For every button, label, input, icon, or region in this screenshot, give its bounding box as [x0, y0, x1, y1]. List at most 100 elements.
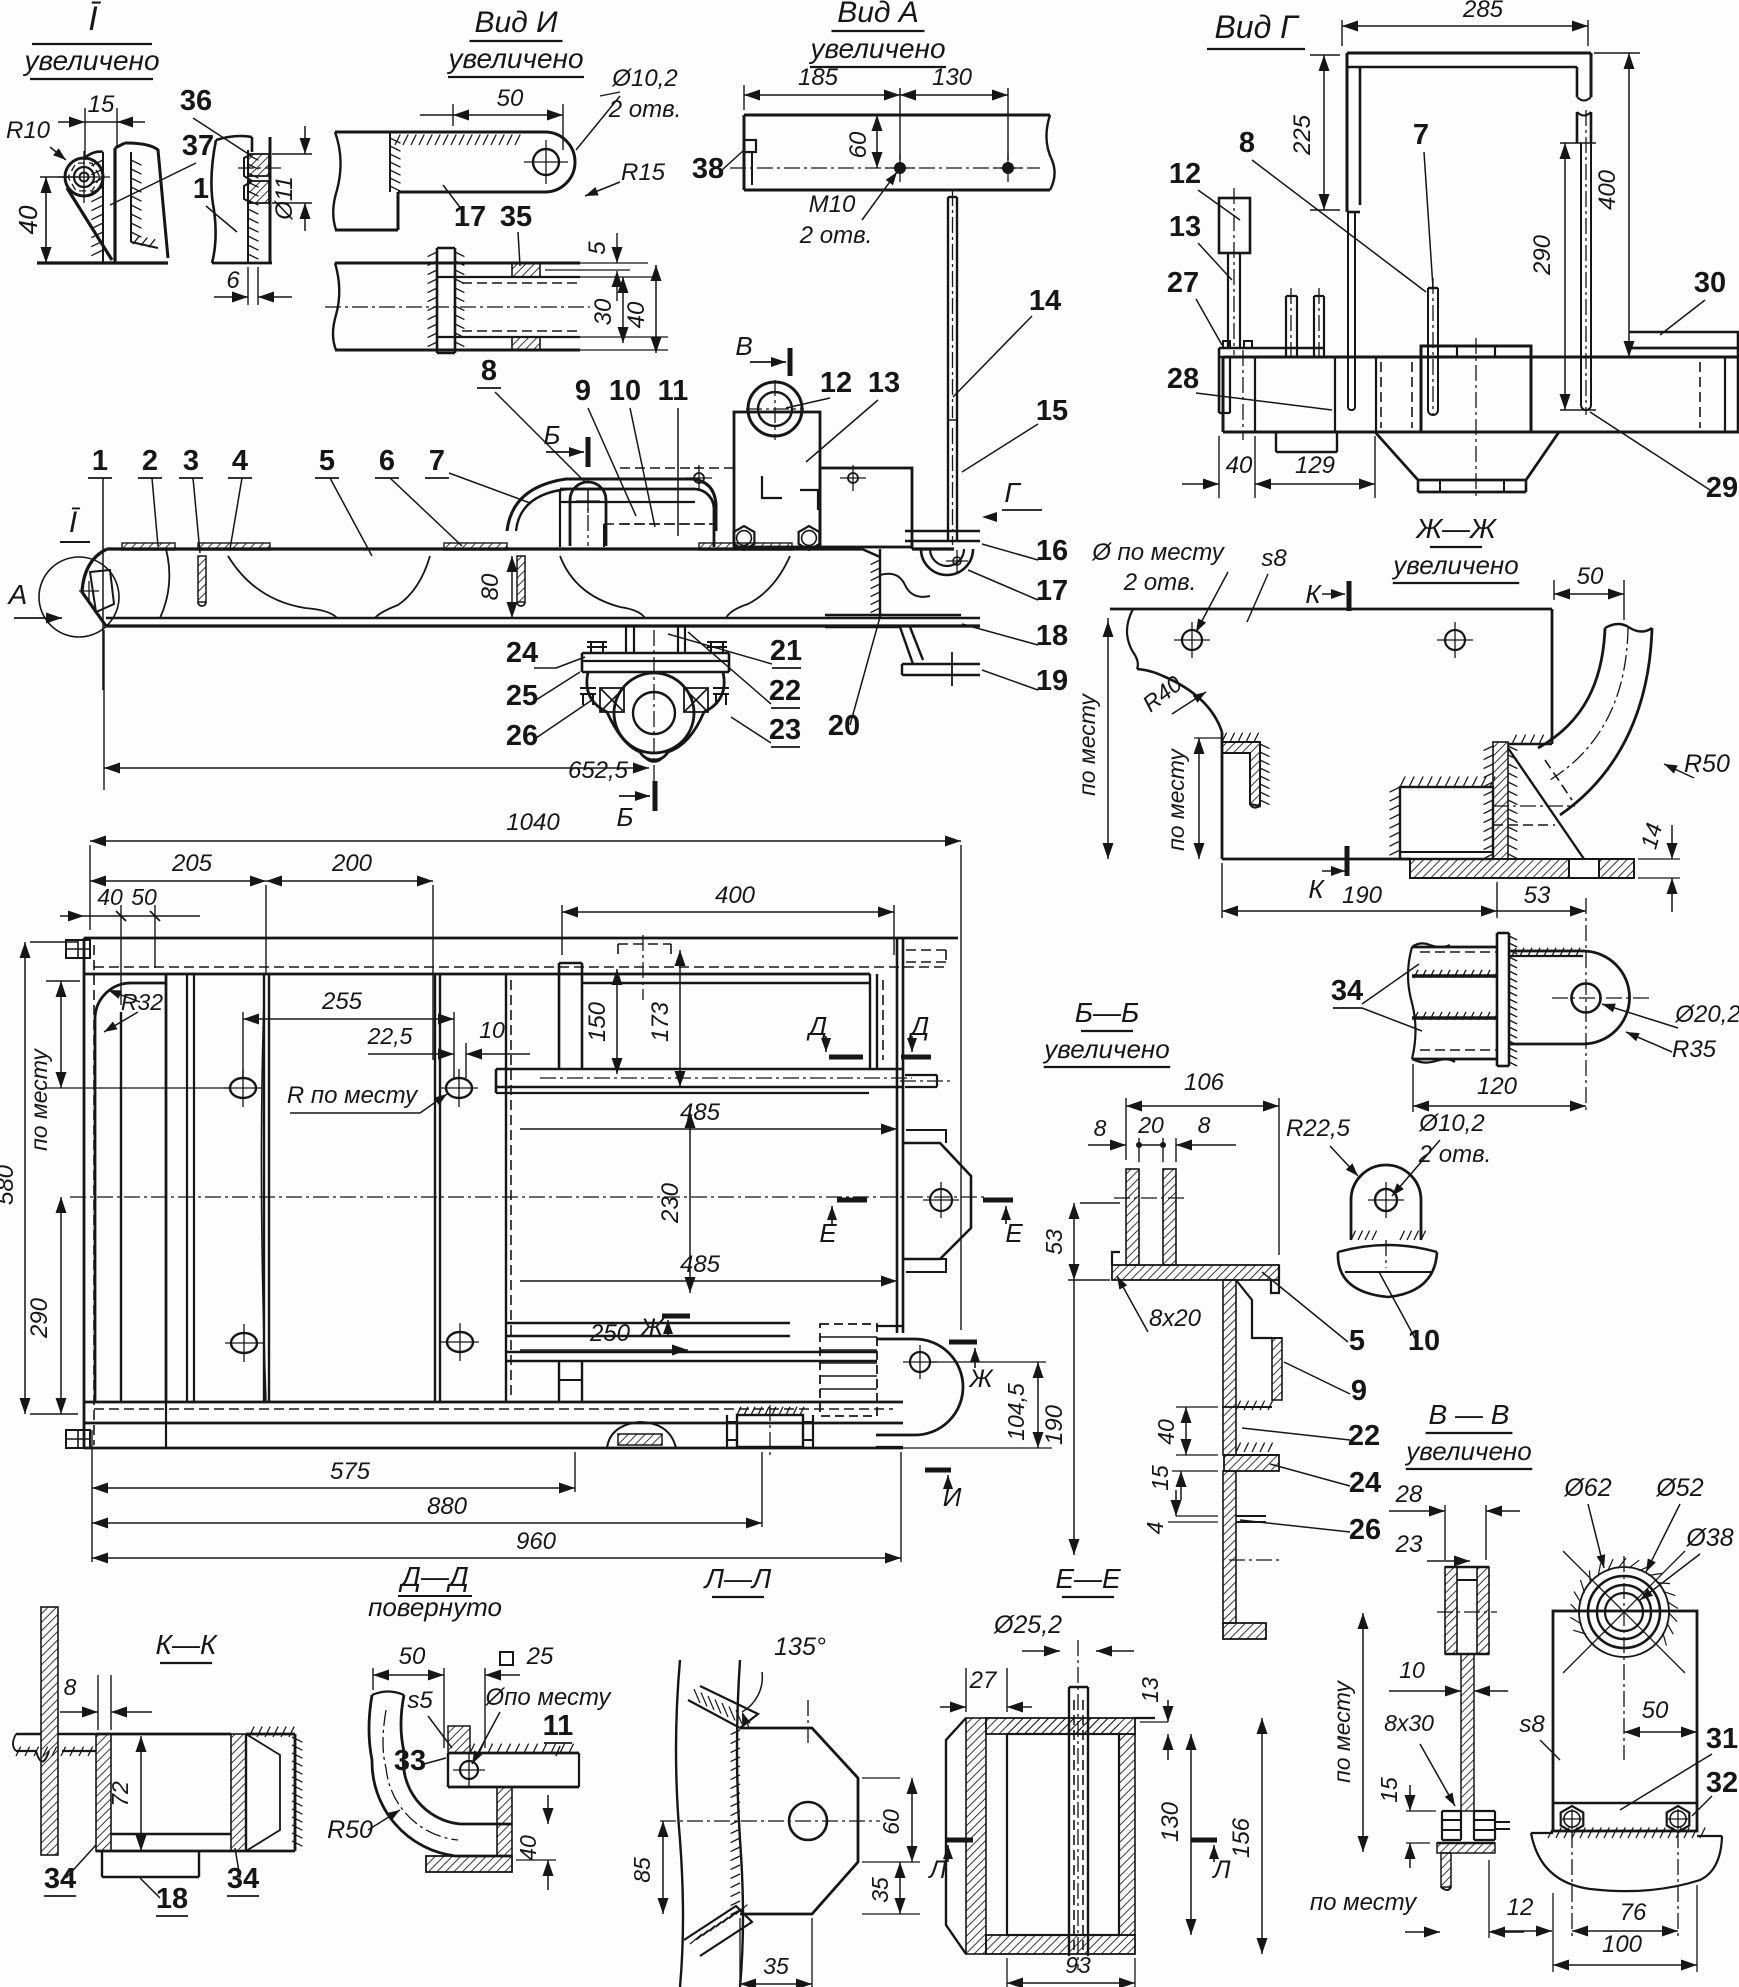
svg-text:230: 230 — [657, 1182, 684, 1224]
svg-text:20: 20 — [828, 710, 860, 742]
svg-text:40: 40 — [515, 1835, 541, 1861]
svg-text:40: 40 — [1153, 1419, 1179, 1445]
svg-text:30: 30 — [1694, 267, 1726, 299]
svg-text:13: 13 — [1169, 211, 1201, 243]
svg-text:R50: R50 — [327, 1816, 373, 1844]
svg-text:увеличено: увеличено — [808, 33, 945, 64]
svg-text:35: 35 — [867, 1877, 893, 1903]
svg-text:2 отв.: 2 отв. — [1418, 1141, 1492, 1168]
svg-text:25: 25 — [526, 1643, 554, 1670]
svg-text:9: 9 — [575, 375, 591, 407]
svg-text:34: 34 — [1331, 975, 1363, 1007]
svg-text:Вид А: Вид А — [837, 0, 919, 29]
svg-text:увеличено: увеличено — [1391, 550, 1518, 580]
svg-text:129: 129 — [1295, 452, 1335, 479]
svg-text:33: 33 — [394, 1745, 426, 1777]
svg-text:40: 40 — [97, 884, 123, 910]
svg-text:34: 34 — [44, 1863, 76, 1895]
svg-text:по месту: по месту — [1074, 693, 1100, 796]
svg-text:13: 13 — [868, 367, 900, 399]
svg-text:Ø52: Ø52 — [1655, 1474, 1703, 1502]
svg-text:3: 3 — [183, 445, 199, 477]
svg-text:190: 190 — [1342, 882, 1383, 909]
svg-text:30: 30 — [590, 298, 617, 325]
svg-text:R по месту: R по месту — [287, 1082, 419, 1109]
svg-text:22: 22 — [769, 675, 801, 707]
svg-text:26: 26 — [506, 720, 538, 752]
svg-text:R50: R50 — [1684, 750, 1730, 778]
svg-text:Вид Г: Вид Г — [1214, 9, 1300, 45]
svg-text:27: 27 — [969, 1667, 998, 1694]
svg-text:575: 575 — [330, 1458, 371, 1485]
svg-text:5: 5 — [319, 445, 335, 477]
svg-text:23: 23 — [769, 714, 801, 746]
svg-text:24: 24 — [1349, 1467, 1381, 1499]
svg-text:17: 17 — [1036, 575, 1068, 607]
svg-text:53: 53 — [1041, 1229, 1067, 1255]
svg-text:по месту: по месту — [1163, 748, 1189, 851]
svg-text:R15: R15 — [621, 159, 666, 186]
svg-text:53: 53 — [1524, 882, 1551, 909]
svg-text:32: 32 — [1706, 1767, 1738, 1799]
svg-text:35: 35 — [500, 201, 532, 233]
svg-text:185: 185 — [798, 64, 839, 91]
svg-text:156: 156 — [1228, 1817, 1255, 1858]
svg-text:34: 34 — [227, 1863, 259, 1895]
svg-text:4: 4 — [232, 445, 248, 477]
svg-text:В: В — [735, 331, 752, 361]
svg-text:Д—Д: Д—Д — [398, 1561, 468, 1592]
svg-text:225: 225 — [1289, 114, 1316, 156]
svg-text:11: 11 — [543, 1710, 574, 1742]
svg-text:15: 15 — [1376, 1777, 1402, 1803]
svg-text:Б: Б — [617, 802, 634, 832]
svg-text:А: А — [7, 579, 28, 610]
svg-text:76: 76 — [1620, 1899, 1647, 1926]
svg-text:255: 255 — [321, 988, 363, 1015]
svg-text:50: 50 — [399, 1643, 426, 1670]
svg-text:Ø62: Ø62 — [1563, 1474, 1611, 1502]
svg-text:Вид И: Вид И — [474, 6, 558, 39]
svg-text:5: 5 — [584, 241, 611, 255]
svg-text:10: 10 — [1399, 1657, 1425, 1683]
svg-text:Øпо месту: Øпо месту — [485, 1684, 613, 1711]
svg-text:29: 29 — [1706, 472, 1738, 504]
svg-text:Б—Б: Б—Б — [1075, 997, 1139, 1028]
svg-text:93: 93 — [1065, 1952, 1091, 1978]
svg-text:106: 106 — [1184, 1069, 1225, 1096]
svg-text:60: 60 — [878, 1809, 904, 1835]
svg-text:по месту: по месту — [1329, 1680, 1355, 1783]
svg-text:по месту: по месту — [1310, 1889, 1418, 1916]
svg-text:8х20: 8х20 — [1149, 1305, 1202, 1332]
svg-text:11: 11 — [658, 375, 689, 407]
svg-text:R10: R10 — [6, 117, 51, 144]
svg-text:290: 290 — [26, 1297, 53, 1339]
svg-text:увеличено: увеличено — [1042, 1034, 1169, 1064]
svg-text:Ø11: Ø11 — [271, 176, 298, 221]
svg-text:2: 2 — [142, 445, 158, 477]
svg-text:Ø20,2: Ø20,2 — [1674, 1001, 1739, 1028]
svg-text:100: 100 — [1602, 1931, 1643, 1958]
svg-text:135°: 135° — [774, 1633, 826, 1661]
svg-text:1040: 1040 — [506, 809, 560, 836]
svg-text:s5: s5 — [407, 1687, 433, 1714]
svg-text:Д: Д — [908, 1011, 929, 1041]
svg-text:173: 173 — [647, 1001, 674, 1042]
svg-text:485: 485 — [680, 1251, 721, 1278]
svg-text:190: 190 — [1041, 1404, 1068, 1445]
svg-text:35: 35 — [763, 1953, 789, 1979]
svg-text:23: 23 — [1395, 1531, 1423, 1558]
svg-text:Ø10,2: Ø10,2 — [1418, 1110, 1484, 1137]
svg-text:Ж: Ж — [968, 1365, 995, 1393]
svg-text:50: 50 — [497, 85, 524, 112]
svg-text:К: К — [1308, 874, 1325, 904]
svg-text:15: 15 — [1147, 1465, 1173, 1491]
svg-text:20: 20 — [1137, 1112, 1164, 1138]
svg-text:12: 12 — [1169, 158, 1201, 190]
svg-text:8: 8 — [481, 355, 497, 387]
svg-text:15: 15 — [88, 91, 115, 118]
svg-text:150: 150 — [584, 1001, 611, 1042]
svg-text:50: 50 — [131, 884, 157, 910]
svg-text:14: 14 — [1029, 285, 1061, 317]
svg-text:400: 400 — [1594, 169, 1621, 210]
svg-text:12: 12 — [820, 367, 852, 399]
